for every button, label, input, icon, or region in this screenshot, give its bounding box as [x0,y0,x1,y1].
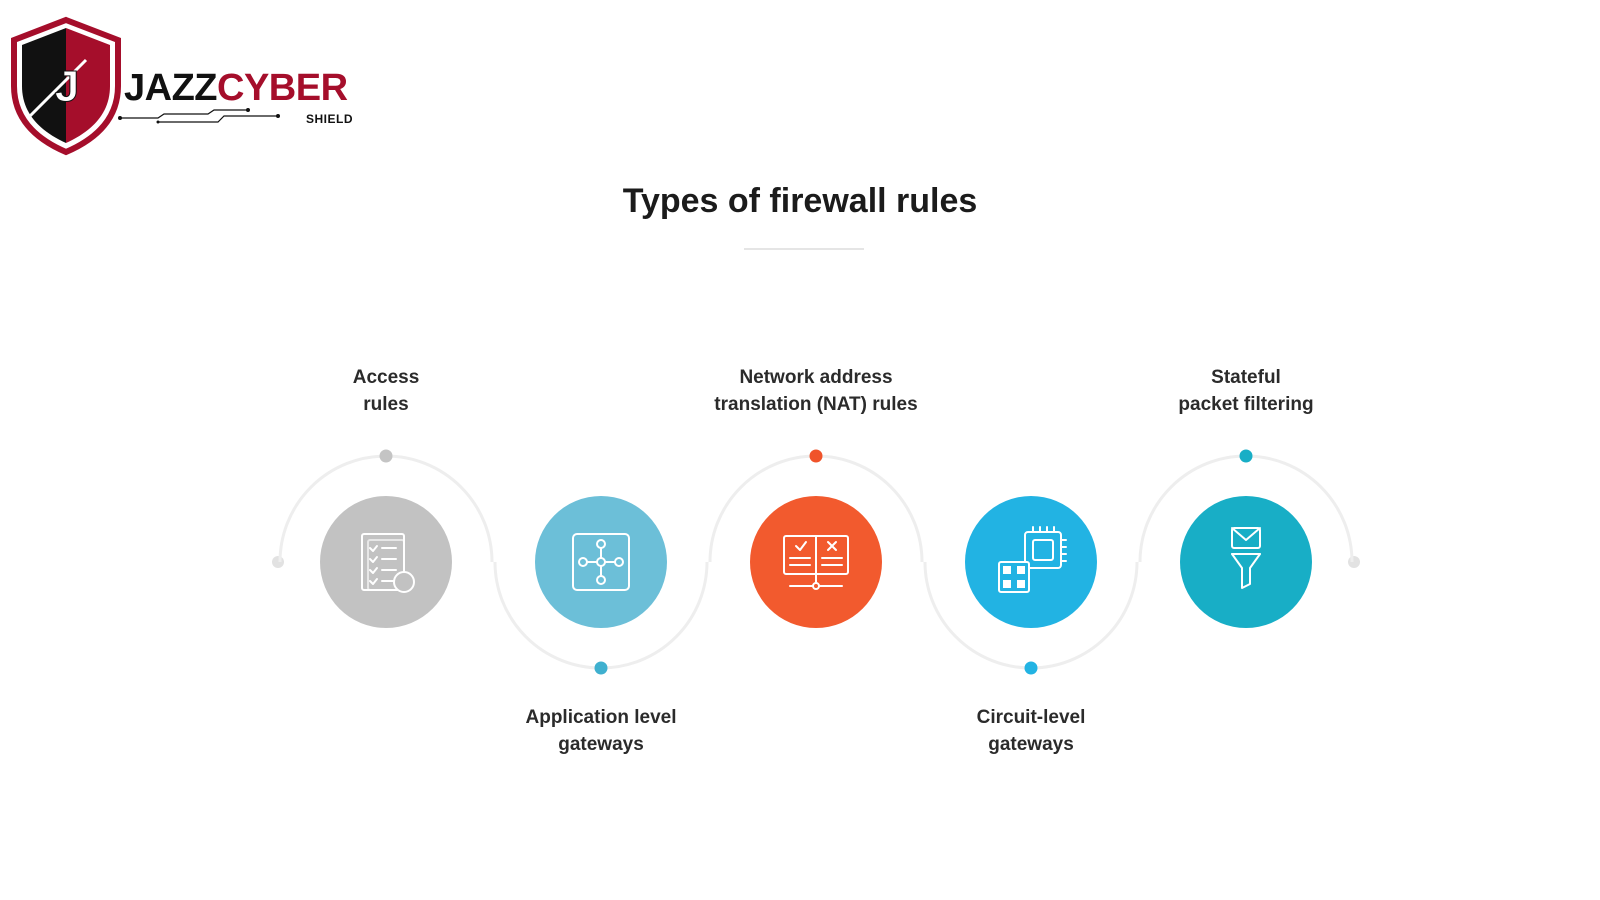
title-underline [744,248,864,250]
step-circle-access-rules [320,496,452,628]
step-circle-application-level-gateways [535,496,667,628]
brand-logo: J JAZZCYBER SHIELD [6,16,366,156]
step-circle-stateful-packet-filtering [1180,496,1312,628]
brand-tagline: SHIELD [306,112,354,126]
step-label-nat-rules: Network address translation (NAT) rules [714,367,918,415]
rule-board-icon [783,535,849,590]
circuit-trace-decoration [118,108,280,124]
brand-name-part1: JAZZ [124,67,218,109]
brand-name: JAZZCYBER [124,68,348,108]
step-label-stateful-packet-filtering: Stateful packet filtering [1178,367,1314,415]
step-marker-dot [1024,661,1038,675]
chip-icon [998,526,1067,593]
connector-end-dot [1348,556,1360,568]
step-label-application-level-gateways: Application level gateways [525,707,677,755]
connector-start-dot [272,556,284,568]
step-marker-dot [594,661,608,675]
checklist-icon [361,533,415,593]
step-circle-circuit-level-gateways [965,496,1097,628]
step-marker-dot [809,449,823,463]
network-nodes-icon [572,533,630,591]
step-marker-dot [1239,449,1253,463]
step-label-circuit-level-gateways: Circuit-level gateways [976,707,1086,755]
step-marker-dot [379,449,393,463]
mail-filter-icon [1231,527,1261,589]
diagram-title: Types of firewall rules [622,182,978,220]
step-label-access-rules: Access rules [352,367,420,415]
shield-icon: J [11,16,121,156]
brand-name-part2: CYBER [217,67,348,109]
brand-monogram: J [55,62,79,111]
